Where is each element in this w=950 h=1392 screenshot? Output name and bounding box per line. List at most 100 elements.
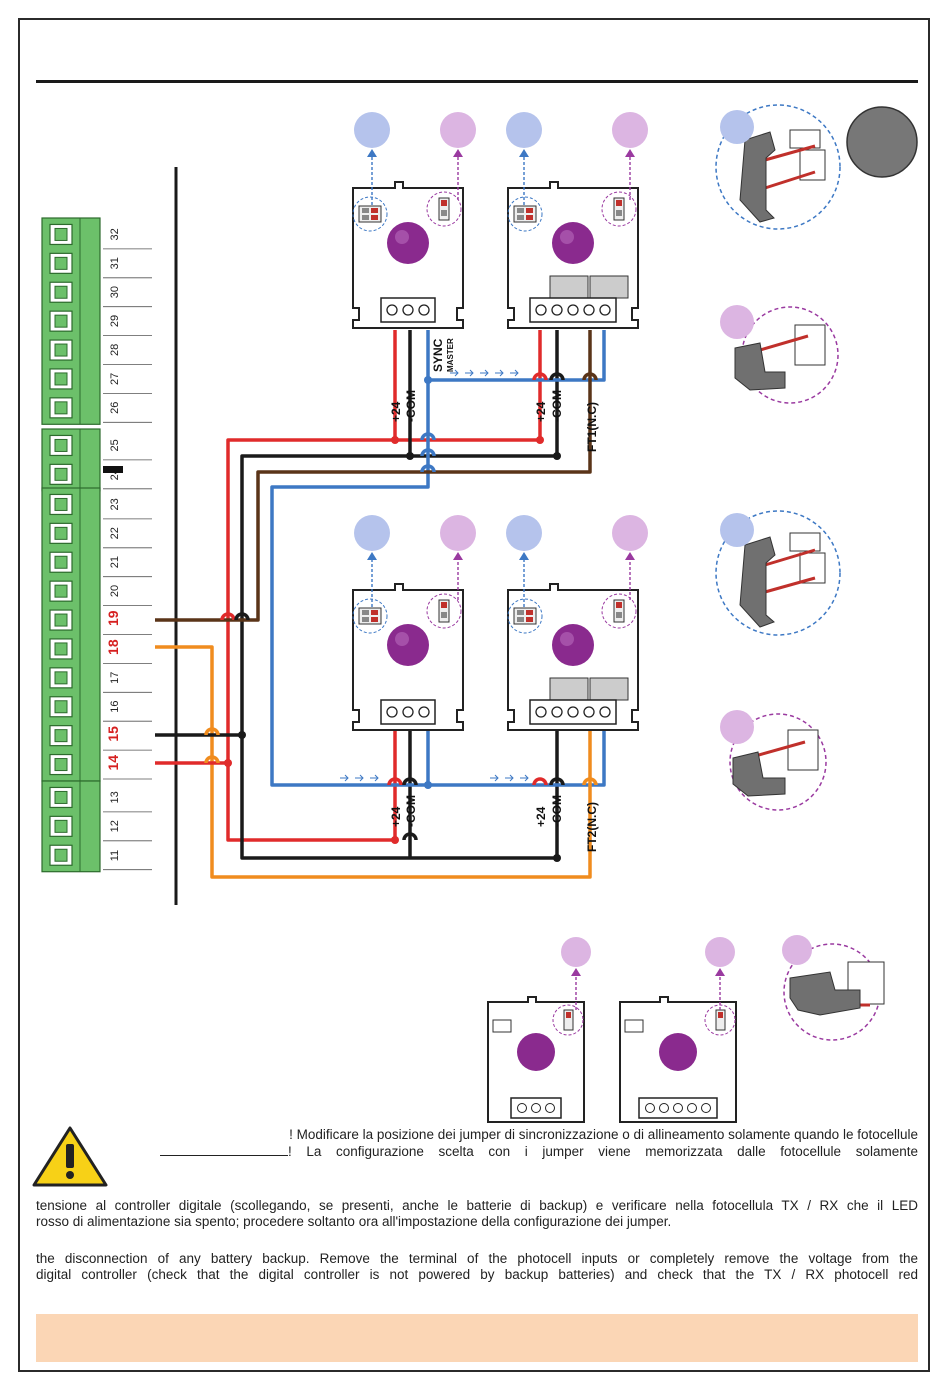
wire-junction — [406, 452, 414, 460]
dot-purple-5-arrowhead — [571, 968, 581, 976]
terminal-label-26: 26 — [109, 402, 121, 414]
photocell-boards — [352, 181, 737, 1123]
tx-board-top-align-callout — [426, 191, 462, 227]
wire-crossing — [204, 755, 220, 764]
tx-board-top-sync-callout — [352, 196, 388, 232]
blank-field — [160, 1143, 288, 1156]
wire-labels-bottom: +24 -COM +24 -COM FT2(N.C) — [389, 795, 599, 852]
it-line2: rosso di alimentazione sia spento; proce… — [36, 1214, 672, 1229]
terminal-label-30: 30 — [109, 286, 121, 298]
dot-purple-4 — [612, 515, 648, 551]
jumper-detail-5 — [782, 935, 885, 1041]
terminal-label-20: 20 — [109, 585, 121, 597]
wire-crossing — [402, 832, 418, 841]
wire-orange-ft2 — [155, 645, 592, 879]
wire-crossing — [549, 372, 565, 381]
rx-board-bottom-terminal-screw — [583, 706, 595, 718]
dot-blue-4-arrowhead — [519, 552, 529, 560]
flow-arrow-sync — [450, 369, 459, 377]
terminal-label-12: 12 — [109, 820, 121, 832]
terminal-label-18: 18 — [105, 639, 121, 655]
label-p24-top-left: +24 — [389, 401, 403, 422]
label-master: MASTER — [446, 338, 455, 372]
tx-board-top-lens — [387, 222, 429, 264]
label-sync: SYNC — [431, 338, 445, 372]
rx-board-top-terminal-screw — [551, 304, 563, 316]
rx-board-bottom-terminal-screw — [535, 706, 547, 718]
indicator-dots — [340, 112, 735, 1010]
flow-arrow-sync — [480, 369, 489, 377]
terminal-24-bridge — [103, 466, 123, 473]
wire-red-top — [226, 330, 397, 842]
dot-blue-4 — [506, 515, 542, 551]
rx-board-top-terminal-screw — [583, 304, 595, 316]
tx-board-bottom-lens-highlight — [395, 632, 409, 646]
wire-crossing — [420, 448, 436, 457]
terminal-screw-head — [54, 227, 68, 241]
terminal-screw-head — [54, 555, 68, 569]
warning-icon — [32, 1126, 108, 1187]
terminal-label-31: 31 — [109, 257, 121, 269]
label-p24-top-right: +24 — [534, 401, 548, 422]
terminal-label-15: 15 — [105, 726, 121, 742]
terminal-screw-head — [54, 671, 68, 685]
terminal-screw-head — [54, 613, 68, 627]
wire-crossing — [420, 464, 436, 473]
rx-board-bottom-terminal-screw — [599, 706, 611, 718]
rx-board-bottom-lens-highlight — [560, 632, 574, 646]
wire-crossing — [420, 432, 436, 441]
rx-board-bottom-sync-callout — [507, 598, 543, 634]
dot-blue-3-arrowhead — [367, 552, 377, 560]
tx-board-plain-terminal-screw — [531, 1103, 541, 1113]
jumper-detail-1 — [715, 104, 841, 230]
tx-board-bottom-terminal-screw — [402, 706, 414, 718]
tx-board-plain — [487, 996, 585, 1123]
terminal-screw-head — [54, 467, 68, 481]
flow-arrow-bottom-right — [490, 774, 499, 782]
warning-text-line2-content: ! La configurazione scelta con i jumper … — [288, 1144, 918, 1159]
gray-round-icon — [846, 106, 918, 178]
label-p24-bottom-right: +24 — [534, 806, 548, 827]
flow-arrow-sync — [465, 369, 474, 377]
rx-board-bottom-lens — [552, 624, 594, 666]
flow-arrow-bottom-left — [370, 774, 379, 782]
terminal-label-29: 29 — [109, 315, 121, 327]
rx-board-top-terminal-screw — [599, 304, 611, 316]
tx-board-plain-align-callout — [552, 1004, 584, 1036]
dot-blue-2-arrowhead — [519, 149, 529, 157]
label-com-top-left: -COM — [404, 390, 418, 422]
tx-board-top — [352, 181, 464, 329]
terminal-screw-head — [54, 848, 68, 862]
rx-board-bottom-terminal-screw — [551, 706, 563, 718]
rx-board-top-lens — [552, 222, 594, 264]
rx-board-bottom — [507, 583, 639, 731]
wire-blue-sync — [426, 330, 606, 382]
rx-board-plain-terminal-screw — [659, 1103, 669, 1113]
wire-junction — [424, 376, 432, 384]
rx-board-top-align-jumper — [613, 197, 625, 221]
wire-crossing — [582, 372, 598, 381]
tx-board-plain-align-jumper — [563, 1009, 574, 1031]
terminal-screw-head — [54, 438, 68, 452]
dot-purple-5 — [561, 937, 591, 967]
rx-board-top-relay-right — [589, 275, 629, 299]
terminal-screw-head — [54, 372, 68, 386]
terminal-screw-head — [54, 285, 68, 299]
wiring-lines — [155, 330, 606, 879]
terminal-label-21: 21 — [109, 556, 121, 568]
terminal-label-11: 11 — [109, 850, 121, 861]
terminal-label-23: 23 — [109, 498, 121, 510]
dot-purple-2 — [612, 112, 648, 148]
wire-crossing — [204, 727, 220, 736]
rx-board-plain-terminal-screw — [687, 1103, 697, 1113]
dot-purple-6 — [705, 937, 735, 967]
terminal-screw-head — [54, 729, 68, 743]
flow-arrow-sync — [495, 369, 504, 377]
page-frame — [18, 18, 930, 1372]
tx-board-bottom-align-jumper — [438, 599, 450, 623]
terminal-label-19: 19 — [105, 610, 121, 626]
terminal-screw-head — [54, 790, 68, 804]
wire-crossing — [402, 777, 418, 786]
rx-board-plain — [619, 996, 737, 1123]
rx-board-plain-sync-jumper — [624, 1019, 644, 1033]
